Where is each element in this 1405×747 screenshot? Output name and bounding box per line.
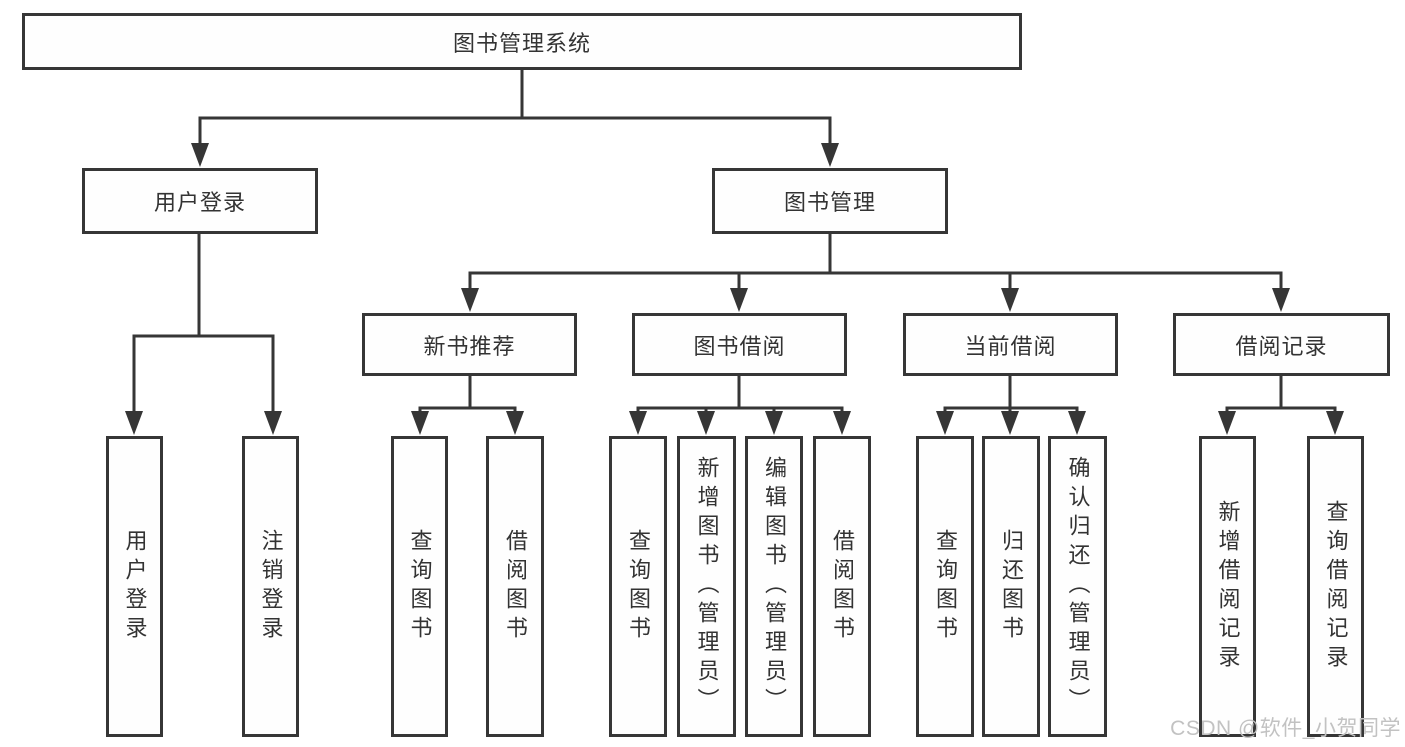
- connector-line: [1225, 374, 1337, 417]
- leaf-borrow-book: 借阅图书: [813, 436, 871, 737]
- arrow-down-icon: [1326, 411, 1344, 435]
- connector-line: [943, 374, 1079, 417]
- node-book-borrow: 图书借阅: [632, 313, 847, 376]
- csdn-watermark: CSDN @软件_小贺同学: [1170, 717, 1401, 740]
- connector-line: [132, 230, 275, 417]
- arrow-down-icon: [1272, 288, 1290, 312]
- connector-line: [636, 374, 844, 417]
- leaf-add-book-admin: 新增图书（管理员）: [677, 436, 736, 737]
- leaf-query-books-recommend: 查询图书: [391, 436, 448, 737]
- node-new-book-recommend: 新书推荐: [362, 313, 577, 376]
- arrow-down-icon: [765, 411, 783, 435]
- arrow-down-icon: [821, 143, 839, 167]
- leaf-borrow-book-recommend: 借阅图书: [486, 436, 544, 737]
- arrow-down-icon: [730, 288, 748, 312]
- connector-line: [198, 67, 832, 149]
- leaf-query-borrow-record: 查询借阅记录: [1307, 436, 1364, 737]
- arrow-down-icon: [461, 288, 479, 312]
- node-user-login: 用户登录: [82, 168, 318, 234]
- connector-line: [468, 232, 1283, 294]
- leaf-logout: 注销登录: [242, 436, 299, 737]
- node-book-management: 图书管理: [712, 168, 948, 234]
- arrow-down-icon: [697, 411, 715, 435]
- leaf-confirm-return-admin: 确认归还（管理员）: [1048, 436, 1107, 737]
- arrow-down-icon: [833, 411, 851, 435]
- arrow-down-icon: [1001, 288, 1019, 312]
- node-borrow-records: 借阅记录: [1173, 313, 1390, 376]
- arrow-down-icon: [191, 143, 209, 167]
- arrow-down-icon: [1068, 411, 1086, 435]
- arrow-down-icon: [1001, 411, 1019, 435]
- arrow-down-icon: [1218, 411, 1236, 435]
- arrow-down-icon: [411, 411, 429, 435]
- arrow-down-icon: [629, 411, 647, 435]
- leaf-query-books-current: 查询图书: [916, 436, 974, 737]
- leaf-user-login: 用户登录: [106, 436, 163, 737]
- leaf-query-books-borrow: 查询图书: [609, 436, 667, 737]
- leaf-add-borrow-record: 新增借阅记录: [1199, 436, 1256, 737]
- arrow-down-icon: [506, 411, 524, 435]
- leaf-return-book: 归还图书: [982, 436, 1040, 737]
- node-library-management-system: 图书管理系统: [22, 13, 1022, 70]
- arrow-down-icon: [936, 411, 954, 435]
- arrow-down-icon: [125, 411, 143, 435]
- node-current-borrow: 当前借阅: [903, 313, 1118, 376]
- leaf-edit-book-admin: 编辑图书（管理员）: [745, 436, 803, 737]
- connector-line: [418, 374, 517, 417]
- arrow-down-icon: [264, 411, 282, 435]
